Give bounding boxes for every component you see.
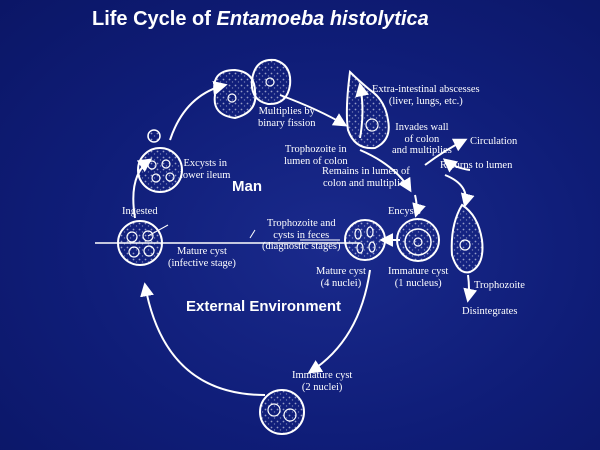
trophozoite-lumen-illustration xyxy=(345,69,390,150)
label-returns: Returns to lumen xyxy=(440,160,513,171)
label-circulation: Circulation xyxy=(470,136,518,147)
label-ingested: Ingested xyxy=(122,206,158,217)
immature-cyst-2n-illustration xyxy=(259,389,305,435)
label-mature-cyst-infective: Mature cyst (infective stage) xyxy=(168,246,236,269)
cycle-arrows xyxy=(132,80,478,396)
region-man: Man xyxy=(232,178,262,195)
label-disintegrates: Disintegrates xyxy=(462,306,518,317)
label-multiplies: Multiplies by binary fission xyxy=(258,106,316,129)
arrow-trophozoite-disintegrates xyxy=(463,274,478,303)
label-troph-lumen: Trophozoite in lumen of colon xyxy=(284,144,348,167)
arrow-lumen-to-remains xyxy=(359,149,412,193)
title-prefix: Life Cycle of xyxy=(92,8,217,30)
excysting-cyst-illustration xyxy=(137,129,183,193)
arrow-returns-to-lumen xyxy=(442,158,471,173)
immature-cyst-1n-illustration xyxy=(396,218,440,262)
arrow-encysts xyxy=(412,194,426,218)
label-trophozoite: Trophozoite xyxy=(474,280,525,291)
label-immature-cyst-1: Immature cyst (1 nucleus) xyxy=(388,266,449,289)
label-encysts: Encysts xyxy=(388,206,421,217)
arrow-binary-to-lumen xyxy=(279,94,348,127)
label-troph-cysts: Trophozoite and cysts in feces (diagnost… xyxy=(262,218,341,252)
binary-fission-illustration xyxy=(213,58,292,120)
label-excysts: Excysts in lower ileum xyxy=(180,158,231,181)
label-immature-cyst-2: Immature cyst (2 nuclei) xyxy=(292,370,353,393)
mature-cyst-infective-illustration xyxy=(117,220,163,266)
organism-illustrations xyxy=(117,58,484,435)
region-external: External Environment xyxy=(186,298,342,315)
diagram-title: Life Cycle of Entamoeba histolytica xyxy=(92,8,429,31)
arrow-to-trophozoite-right xyxy=(444,174,475,208)
arrow-invades-loop xyxy=(424,138,468,166)
mature-cyst-4n-illustration xyxy=(344,219,386,261)
title-species: Entamoeba histolytica xyxy=(216,8,429,30)
label-remains: Remains in lumen of colon and multiplies xyxy=(322,166,410,189)
label-extra-intestinal: Extra-intestinal abscesses (liver, lungs… xyxy=(372,84,480,107)
trophozoite-right-illustration xyxy=(450,203,484,274)
label-mature-cyst: Mature cyst (4 nuclei) xyxy=(316,266,366,289)
arrow-external-loop xyxy=(140,282,266,396)
label-invades: Invades wall of colon and multiplies xyxy=(392,122,452,156)
arrow-mature-outside xyxy=(307,269,371,374)
